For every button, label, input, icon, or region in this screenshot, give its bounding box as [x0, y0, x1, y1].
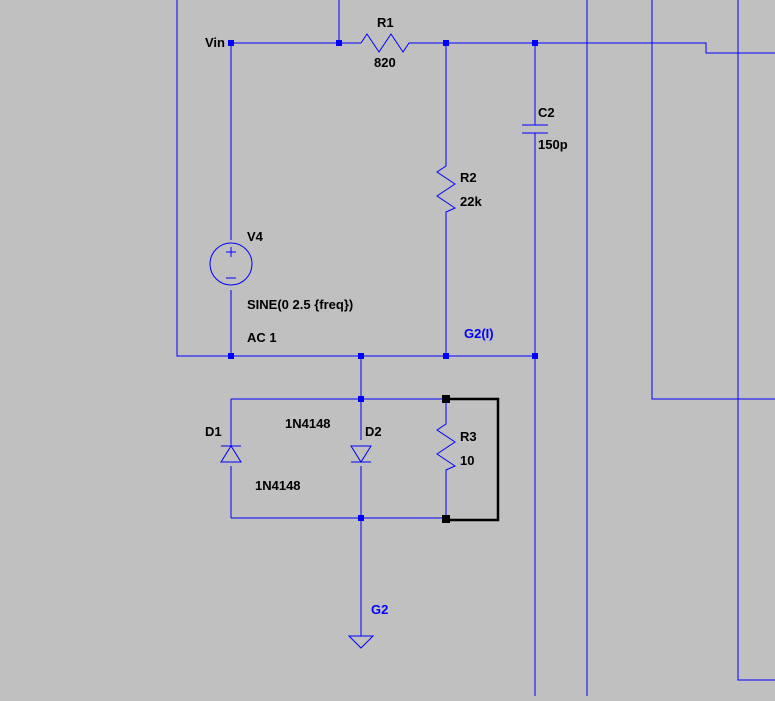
- capacitor-c2[interactable]: [522, 124, 548, 134]
- resistor-r2[interactable]: [436, 160, 457, 215]
- r3-value: 10: [460, 453, 474, 468]
- junction-dot: [443, 353, 449, 359]
- short-endpoint: [442, 515, 450, 523]
- wire-r1-r2[interactable]: [415, 42, 775, 54]
- short-wire-r3[interactable]: [446, 397, 500, 522]
- junction-dot: [336, 40, 342, 46]
- labels: Vin R1 820 C2 150p R2 22k V4 SINE(0 2.5 …: [205, 15, 568, 617]
- resistor-r3[interactable]: [436, 418, 457, 472]
- d2-model: 1N4148: [285, 416, 331, 431]
- wire-right-3[interactable]: [737, 0, 775, 681]
- diode-d2[interactable]: [350, 445, 372, 463]
- r1-ref: R1: [377, 15, 394, 30]
- wires: [176, 0, 775, 696]
- wire-left-loop[interactable]: [176, 0, 535, 357]
- voltage-source-v4[interactable]: [209, 242, 253, 286]
- junction-dot: [228, 353, 234, 359]
- wire-right-2[interactable]: [651, 0, 775, 400]
- v4-source[interactable]: SINE(0 2.5 {freq}): [247, 297, 353, 312]
- junction-dot: [358, 396, 364, 402]
- r3-ref: R3: [460, 429, 477, 444]
- d1-model: 1N4148: [255, 478, 301, 493]
- d2-ref: D2: [365, 424, 382, 439]
- r2-value: 22k: [460, 194, 482, 209]
- v4-ref: V4: [247, 229, 264, 244]
- c2-ref: C2: [538, 105, 555, 120]
- c2-value: 150p: [538, 137, 568, 152]
- r1-value: 820: [374, 55, 396, 70]
- net-label-vin[interactable]: Vin: [205, 35, 225, 50]
- net-label-g2[interactable]: G2: [371, 602, 388, 617]
- v4-ac[interactable]: AC 1: [247, 330, 277, 345]
- short-endpoint: [442, 395, 450, 403]
- r2-ref: R2: [460, 170, 477, 185]
- resistor-r1[interactable]: [360, 33, 415, 53]
- junction-dot: [532, 40, 538, 46]
- net-label-g2i[interactable]: G2(I): [464, 326, 494, 341]
- junction-dot: [228, 40, 234, 46]
- junction-dot: [358, 353, 364, 359]
- junction-dot: [443, 40, 449, 46]
- junction-dot: [358, 515, 364, 521]
- diode-d1[interactable]: [220, 440, 242, 463]
- d1-ref: D1: [205, 424, 222, 439]
- ground-symbol[interactable]: [347, 635, 375, 649]
- junction-dot: [532, 353, 538, 359]
- junctions: [228, 40, 538, 523]
